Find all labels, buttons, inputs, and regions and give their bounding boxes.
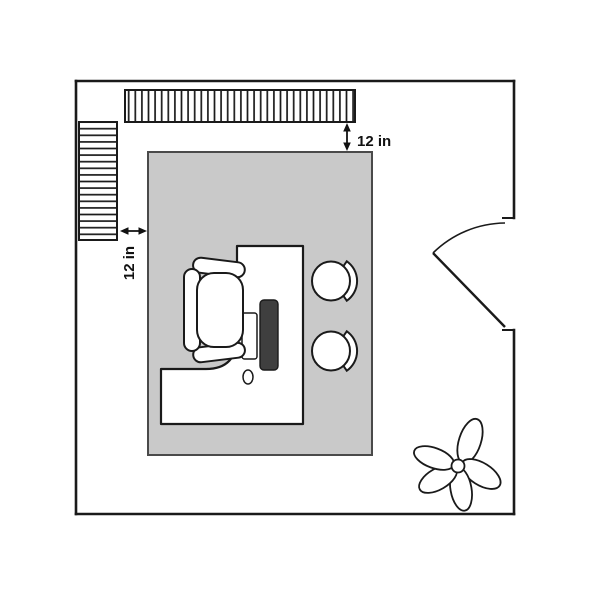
- door-arc: [432, 222, 506, 254]
- dimension-top-arrow-down: [343, 142, 351, 151]
- guest-chair-top: [311, 259, 359, 303]
- mouse: [242, 369, 254, 385]
- dimension-top-arrow-up: [343, 123, 351, 132]
- plant-center: [450, 458, 466, 474]
- dimension-left-arrow-left: [120, 227, 129, 235]
- dimension-left: 12 in: [120, 227, 147, 280]
- door-leaf: [432, 252, 506, 328]
- dimension-top: 12 in: [343, 123, 391, 151]
- potted-plant: [413, 417, 502, 512]
- office-chair: [183, 256, 246, 364]
- monitor: [259, 299, 279, 371]
- wall-shelf-top: [124, 89, 356, 123]
- dimension-label-left: 12 in: [121, 246, 138, 280]
- dimension-left-arrow-right: [138, 227, 147, 235]
- door-swing: [432, 222, 506, 328]
- dimension-label-top: 12 in: [357, 133, 391, 150]
- wall-shelf-left: [78, 121, 118, 241]
- room-outline: [74, 79, 516, 516]
- guest-chair-seat: [311, 330, 351, 372]
- guest-chair-seat: [311, 260, 351, 302]
- guest-chair-bottom: [311, 329, 359, 373]
- office-chair-seat: [196, 272, 244, 348]
